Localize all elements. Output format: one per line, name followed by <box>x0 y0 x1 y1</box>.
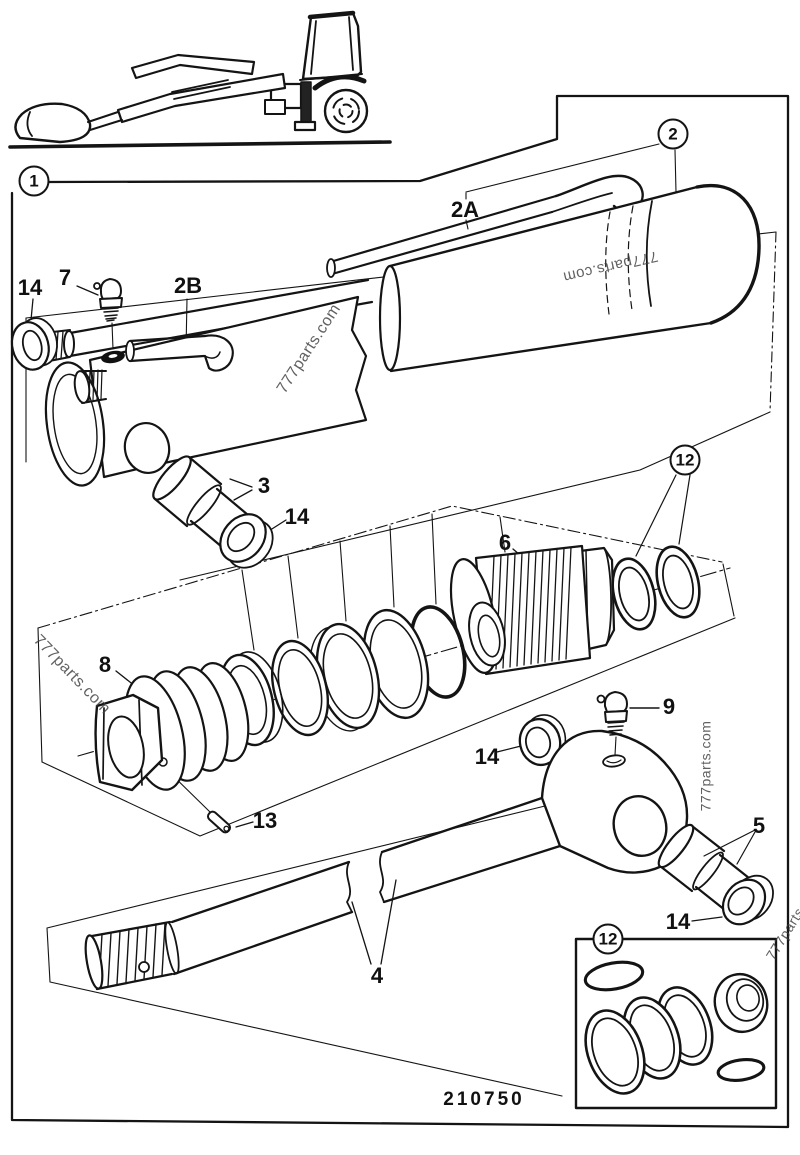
pin-13 <box>206 810 232 834</box>
cylinder-barrel <box>326 174 761 373</box>
bushing-3 <box>152 455 274 569</box>
gland-6 <box>449 544 616 676</box>
part-number: 210750 <box>443 1089 525 1110</box>
frame-border <box>10 94 790 1129</box>
bushing-5 <box>657 823 774 926</box>
piston-8 <box>94 662 250 792</box>
cylinder-head-body <box>10 278 374 487</box>
seal-row <box>219 544 701 747</box>
piston-rod-4 <box>84 796 562 991</box>
rod-eye-head <box>518 691 774 926</box>
group-boxes <box>25 231 777 1097</box>
machine-thumbnail <box>8 10 392 149</box>
grease-nipple-9 <box>596 691 628 756</box>
seal-kit-inset <box>574 937 778 1110</box>
grease-nipple-7 <box>93 278 123 350</box>
